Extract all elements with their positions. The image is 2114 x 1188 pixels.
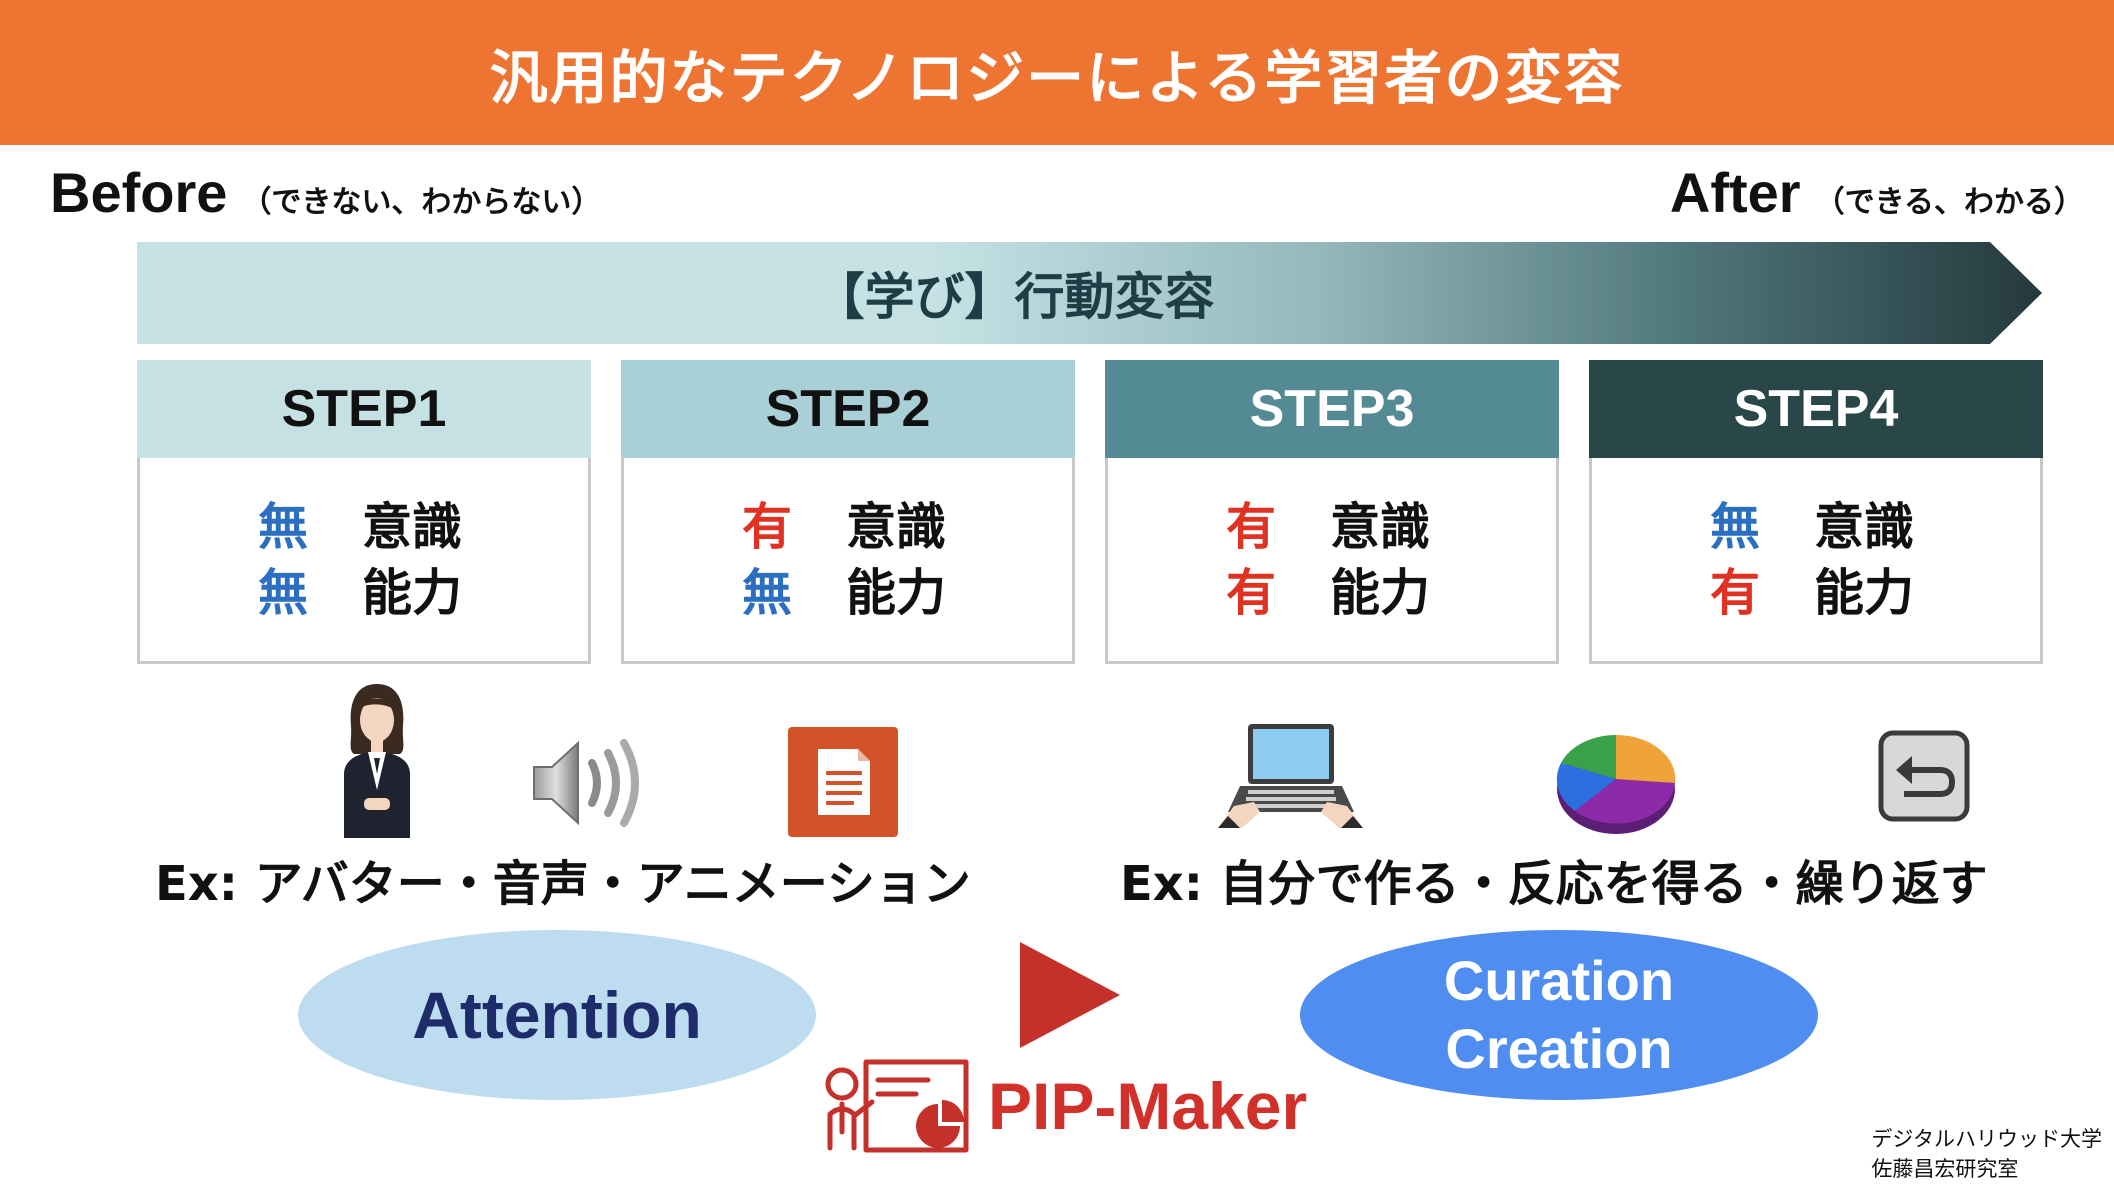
step-body: 無 意識 無 能力 (137, 458, 591, 664)
step-title: STEP4 (1589, 360, 2043, 458)
curation-creation-ellipse: Curation Creation (1300, 930, 1818, 1100)
before-label: Before （できない、わからない） (50, 160, 601, 225)
step-row-label: 意識 (846, 497, 946, 556)
creation-label: Creation (1445, 1017, 1673, 1080)
step-row: 無 意識 (258, 494, 588, 560)
step-row: 有 意識 (742, 494, 1072, 560)
credit-lab: 佐藤昌宏研究室 (1871, 1157, 2019, 1181)
step-flag: 無 (258, 563, 308, 622)
return-icon (1878, 730, 1970, 822)
step-body: 有 意識 無 能力 (621, 458, 1075, 664)
step-flag: 有 (1226, 497, 1276, 556)
step-row: 有 能力 (1226, 560, 1556, 626)
curation-label: Curation (1443, 949, 1675, 1012)
step-row: 無 能力 (258, 560, 588, 626)
attention-ellipse: Attention (298, 930, 816, 1100)
pip-maker-logo-icon (825, 1059, 969, 1153)
page-title: 汎用的なテクノロジーによる学習者の変容 (489, 43, 1625, 112)
step-title: STEP1 (137, 360, 591, 458)
step-row: 無 意識 (1710, 494, 2040, 560)
laptop-icon (1218, 724, 1363, 828)
step-flag: 無 (258, 497, 308, 556)
step-row-label: 意識 (1814, 497, 1914, 556)
step-row-label: 能力 (362, 563, 462, 622)
speaker-icon (533, 739, 639, 827)
step-flag: 無 (742, 563, 792, 622)
step-title: STEP2 (621, 360, 1075, 458)
step-row: 有 意識 (1226, 494, 1556, 560)
after-note: （できる、わかる） (1814, 185, 2084, 220)
step-body: 無 意識 有 能力 (1589, 458, 2043, 664)
step-row-label: 能力 (1814, 563, 1914, 622)
step-flag: 無 (1710, 497, 1760, 556)
step-row: 無 能力 (742, 560, 1072, 626)
step-flag: 有 (1710, 563, 1760, 622)
example-left: Ex: アバター・音声・アニメーション (155, 856, 971, 912)
step-card-1: STEP1 無 意識 無 能力 (137, 360, 591, 666)
title-banner: 汎用的なテクノロジーによる学習者の変容 (0, 0, 2114, 145)
step-row-label: 能力 (846, 563, 946, 622)
step-row: 有 能力 (1710, 560, 2040, 626)
step-row-label: 意識 (362, 497, 462, 556)
after-label: After （できる、わかる） (1670, 160, 2084, 225)
arrow-label-text: 【学び】行動変容 (814, 268, 1215, 326)
after-text: After (1669, 161, 1801, 224)
pip-maker-logo-text: PIP-Maker (988, 1069, 1308, 1143)
step-body: 有 意識 有 能力 (1105, 458, 1559, 664)
arrow-label: 【学び】行動変容 (137, 242, 2042, 344)
step-card-4: STEP4 無 意識 有 能力 (1589, 360, 2043, 666)
credit: デジタルハリウッド大学 佐藤昌宏研究室 (1871, 1124, 2102, 1184)
step-row-label: 能力 (1330, 563, 1430, 622)
step-card-3: STEP3 有 意識 有 能力 (1105, 360, 1559, 666)
step-flag: 有 (742, 497, 792, 556)
step-flag: 有 (1226, 563, 1276, 622)
before-text: Before (50, 161, 228, 224)
progress-arrow-icon (137, 242, 2042, 344)
step-row-label: 意識 (1330, 497, 1430, 556)
document-icon (788, 727, 898, 837)
avatar-icon (344, 684, 410, 838)
attention-label: Attention (412, 978, 702, 1052)
example-right: Ex: 自分で作る・反応を得る・繰り返す (1120, 856, 1988, 912)
step-card-2: STEP2 有 意識 無 能力 (621, 360, 1075, 666)
pie-chart-icon (1556, 734, 1676, 834)
credit-university: デジタルハリウッド大学 (1871, 1127, 2102, 1151)
before-note: （できない、わからない） (241, 185, 602, 220)
step-title: STEP3 (1105, 360, 1559, 458)
play-arrow-icon (1020, 942, 1120, 1048)
